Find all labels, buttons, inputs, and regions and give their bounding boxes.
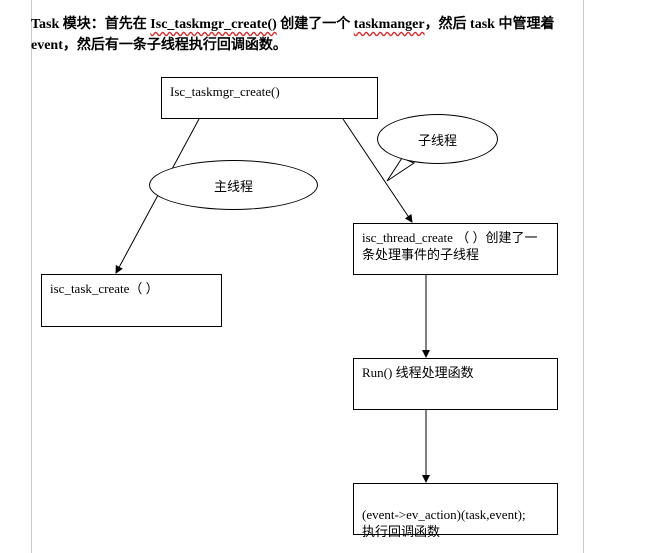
heading-text-1: Task 模块：首先在: [31, 17, 151, 32]
bubble-main-thread: 主线程: [149, 160, 318, 210]
page-right-edge: [583, 0, 584, 553]
node-run: Run() 线程处理函数: [353, 358, 558, 410]
arrow-taskmgr-to-thread-create: [342, 118, 413, 223]
node-thread-create-label: isc_thread_create （ ）创建了一条处理事件的子线程: [362, 230, 538, 262]
heading-text-2: 创建了一个: [276, 17, 354, 32]
node-taskmgr-create: Isc_taskmgr_create(): [161, 77, 378, 119]
bubble-sub-thread: 子线程: [377, 114, 498, 164]
page-left-edge: [31, 0, 32, 553]
node-callback: (event->ev_action)(task,event); 执行回调函数: [353, 483, 558, 539]
node-thread-create: isc_thread_create （ ）创建了一条处理事件的子线程: [353, 223, 558, 275]
node-taskmgr-create-label: Isc_taskmgr_create(): [170, 84, 280, 99]
node-task-create-label: isc_task_create（ ）: [50, 281, 159, 296]
node-run-label: Run() 线程处理函数: [362, 365, 474, 380]
bubble-sub-thread-label: 子线程: [417, 132, 457, 148]
bubble-main-thread-label: 主线程: [213, 178, 253, 194]
heading-paragraph: Task 模块：首先在 Isc_taskmgr_create() 创建了一个 t…: [31, 14, 591, 56]
heading-text-3: ，然后 task 中管理着 event，然后有一条子线程执行回调函数。: [31, 17, 555, 53]
node-callback-label: (event->ev_action)(task,event); 执行回调函数: [362, 507, 526, 539]
heading-function-name: Isc_taskmgr_create(): [150, 17, 277, 32]
node-task-create: isc_task_create（ ）: [41, 274, 222, 327]
heading-taskmanger-word: taskmanger: [353, 17, 425, 32]
